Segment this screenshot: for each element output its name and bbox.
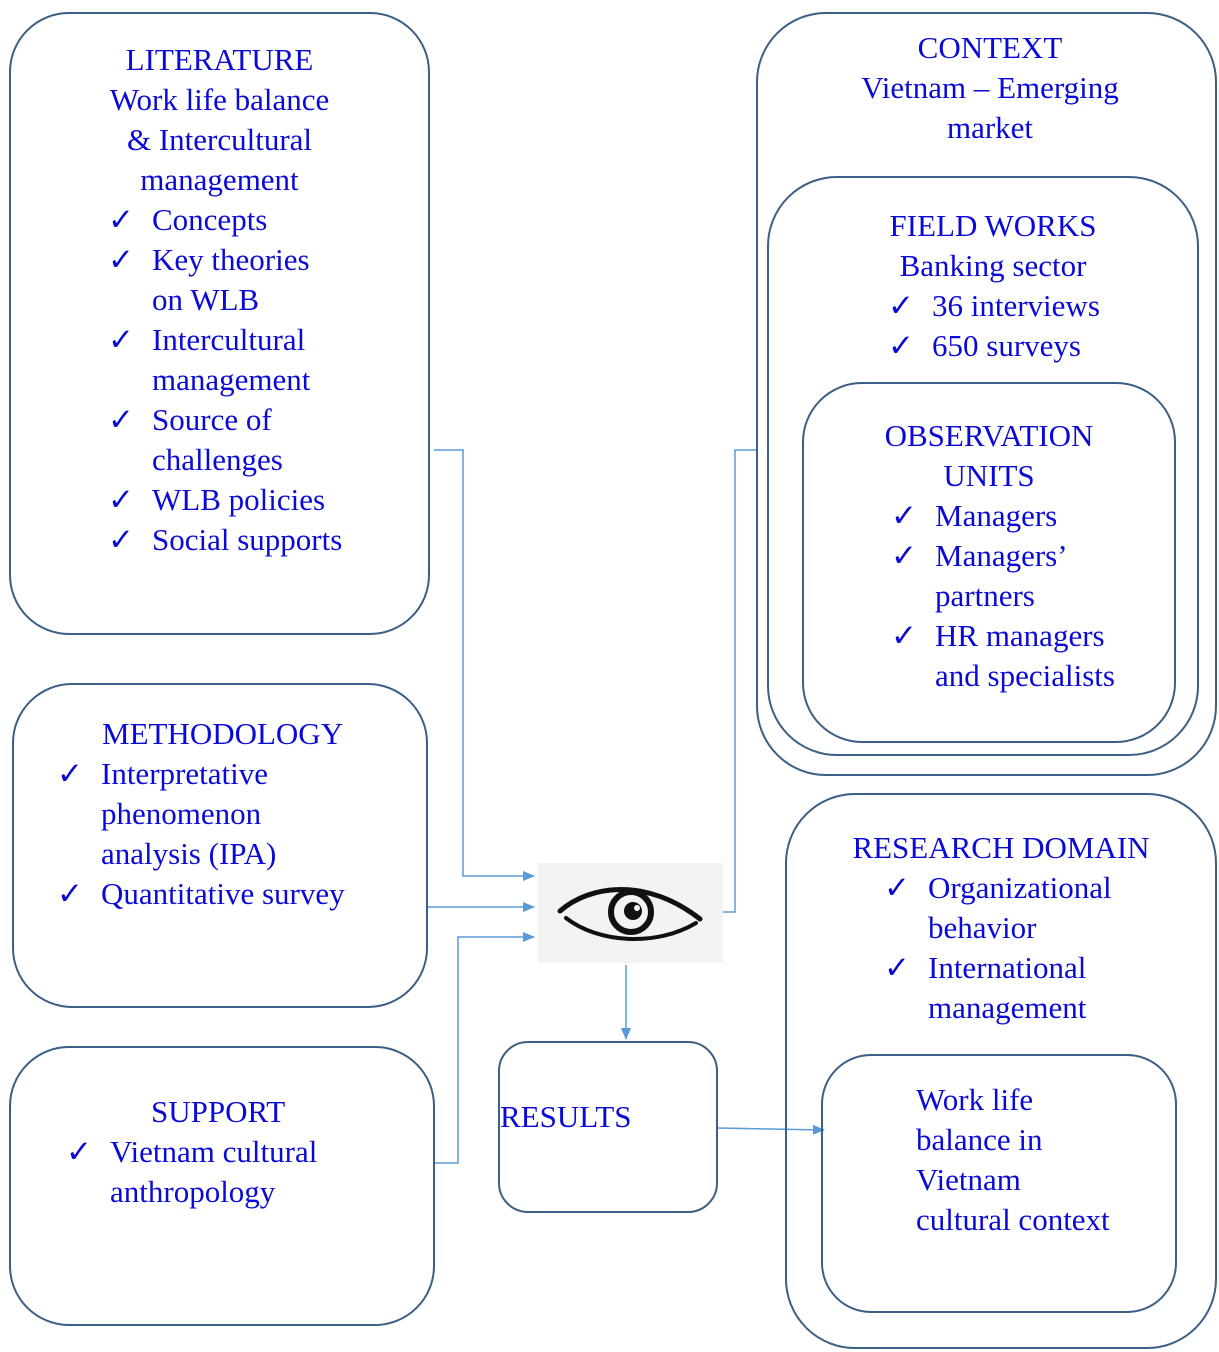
check-icon: ✓	[108, 202, 134, 237]
arrow-literature-to-eye	[434, 449, 535, 881]
results-label: RESULTS	[500, 1099, 632, 1134]
check-icon: ✓	[891, 498, 917, 533]
field-works-title: FIELD WORKS	[889, 208, 1097, 243]
support-title: SUPPORT	[151, 1094, 286, 1129]
check-icon: ✓	[57, 756, 83, 791]
context-subtitle-1: Vietnam – Emerging	[861, 70, 1119, 105]
check-icon: ✓	[108, 482, 134, 517]
research-domain-title: RESEARCH DOMAIN	[852, 830, 1150, 865]
check-icon: ✓	[884, 870, 910, 905]
literature-subtitle-2: & Intercultural	[126, 122, 313, 157]
check-icon: ✓	[108, 402, 134, 437]
check-icon: ✓	[888, 288, 914, 323]
list-item: ✓Concepts	[108, 200, 342, 240]
arrow-support-to-eye	[435, 932, 535, 1164]
context-box	[756, 12, 1217, 776]
observation-units-box	[802, 382, 1176, 743]
check-icon: ✓	[891, 618, 917, 653]
arrow-results-to-wlb	[717, 1124, 825, 1135]
literature-subtitle-3: management	[140, 162, 299, 197]
check-icon: ✓	[108, 522, 134, 557]
support-box	[9, 1046, 435, 1326]
wlb-context-box	[821, 1054, 1177, 1313]
literature-box	[9, 12, 430, 635]
field-works-box	[767, 176, 1199, 756]
list-item: ✓Managers	[891, 496, 1115, 536]
observation-units-list: ✓Managers ✓Managers’partners ✓HR manager…	[891, 496, 1115, 696]
list-item: ✓Social supports	[108, 520, 342, 560]
list-item: ✓Managers’partners	[891, 538, 1068, 613]
literature-title: LITERATURE	[125, 42, 314, 77]
list-item: ✓650 surveys	[888, 326, 1100, 366]
list-item: ✓WLB policies	[108, 480, 342, 520]
arrow-context-to-eye	[709, 449, 757, 917]
context-subtitle-2: market	[946, 110, 1034, 145]
methodology-title: METHODOLOGY	[102, 716, 344, 751]
literature-subtitle-1: Work life balance	[109, 82, 330, 117]
context-title: CONTEXT	[917, 30, 1063, 65]
check-icon: ✓	[108, 242, 134, 277]
methodology-box	[12, 683, 428, 1008]
check-icon: ✓	[66, 1134, 92, 1169]
eye-icon	[538, 863, 723, 963]
check-icon: ✓	[891, 538, 917, 573]
wlb-context-text: Work life balance in Vietnam cultural co…	[916, 1082, 1110, 1237]
check-icon: ✓	[888, 328, 914, 363]
list-item: ✓36 interviews	[888, 286, 1100, 326]
check-icon: ✓	[57, 876, 83, 911]
list-item: ✓Quantitative survey	[57, 874, 345, 914]
field-works-list: ✓36 interviews ✓650 surveys	[888, 286, 1100, 366]
eye-icon-graphic	[557, 887, 703, 942]
research-domain-box	[785, 793, 1217, 1349]
observation-units-title-2: UNITS	[943, 458, 1035, 493]
observation-units-title-1: OBSERVATION	[884, 418, 1094, 453]
results-box	[498, 1041, 718, 1213]
field-works-subtitle: Banking sector	[899, 248, 1087, 283]
check-icon: ✓	[884, 950, 910, 985]
check-icon: ✓	[108, 322, 134, 357]
